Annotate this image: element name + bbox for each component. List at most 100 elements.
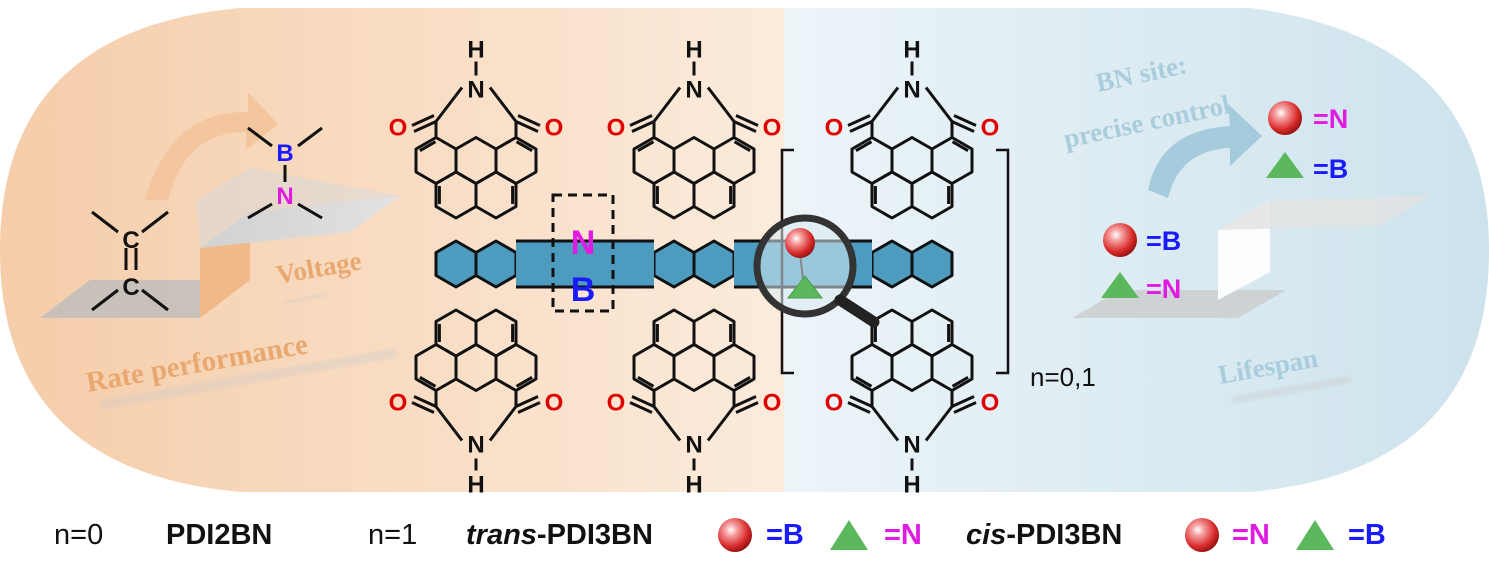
imide-nitrogen: N [467, 432, 484, 459]
legend-cis-sphere-icon [1185, 518, 1219, 552]
upper-outer-ring [712, 136, 756, 185]
imide-nitrogen: N [903, 432, 920, 459]
carbonyl-bond [849, 120, 873, 133]
n-range-label: n=0,1 [1030, 362, 1096, 392]
imide-bond [706, 86, 736, 123]
carbonyl-bond [517, 114, 541, 127]
imide-bond [652, 86, 682, 123]
carbonyl-bond [735, 401, 759, 414]
linker-band [516, 241, 654, 287]
oxygen-atom: O [389, 390, 408, 417]
legend-n1: n=1 [368, 519, 418, 551]
imide-nitrogen: N [903, 77, 920, 104]
cc-double-bond [91, 210, 169, 312]
aromatic-line [419, 376, 437, 388]
oxygen-atom: O [825, 390, 844, 417]
carbonyl-bond [411, 114, 435, 127]
core-hexagon [434, 239, 478, 289]
carbonyl-bond [951, 395, 975, 408]
sphere-icon-top [1268, 101, 1302, 135]
imide-hydrogen: H [467, 472, 484, 499]
legend-trans-sphere-icon [718, 518, 752, 552]
imide-hydrogen: H [467, 37, 484, 64]
lifespan-reflection-smudge [1232, 375, 1352, 404]
carbonyl-bond [951, 120, 975, 133]
imide-nitrogen: N [467, 77, 484, 104]
aromatic-line [855, 140, 873, 152]
upper-outer-ring [930, 136, 974, 185]
oxygen-atom: O [607, 390, 626, 417]
sphere-eq-n: =N [1313, 104, 1348, 134]
magnifier-sphere-icon [785, 228, 815, 258]
legend-n0: n=0 [54, 519, 104, 551]
c-atom-top: C [122, 227, 139, 254]
imide-bond [706, 405, 736, 442]
carbonyl-bond [733, 395, 757, 408]
triangle-eq-n: =N [1146, 274, 1181, 304]
carbonyl-bond [515, 395, 539, 408]
n-atom: N [276, 183, 293, 210]
oxygen-atom: O [981, 390, 1000, 417]
upper-outer-ring [494, 136, 538, 185]
imide-hydrogen: H [685, 472, 702, 499]
imide-bond [924, 86, 954, 123]
triangle-icon-top [1266, 152, 1304, 178]
bn-b-atom: B [571, 271, 596, 309]
legend-trans-sphere-eq: =B [766, 519, 804, 551]
right-curved-arrow-icon [1148, 104, 1262, 198]
imide-bond [488, 405, 518, 442]
aromatic-line [515, 140, 533, 152]
imide-bond [434, 405, 464, 442]
sphere-icon-bottom [1103, 223, 1137, 257]
carbonyl-bond [733, 120, 757, 133]
aromatic-line [637, 140, 655, 152]
legend-cis-suffix: -PDI3BN [1006, 519, 1123, 551]
triangle-icon-bottom [1101, 272, 1139, 298]
legend-cis-triangle-eq: =B [1348, 519, 1386, 551]
magnifier-triangle-icon [786, 275, 824, 299]
legend-cis: cis-PDI3BN [966, 518, 1122, 552]
legend-trans-prefix: trans [466, 519, 537, 551]
legend-cis-prefix: cis [966, 519, 1007, 551]
carbonyl-bond [849, 395, 873, 408]
core-hexagon [692, 239, 736, 289]
b-atom: B [276, 140, 293, 167]
carbonyl-bond [629, 401, 653, 414]
right-step-illustration [1072, 196, 1430, 318]
oxygen-atom: O [545, 390, 564, 417]
c-atom-bottom: C [122, 274, 139, 301]
imide-hydrogen: H [903, 37, 920, 64]
aromatic-line [515, 376, 533, 388]
oxygen-atom: O [545, 115, 564, 142]
core-hexagon [474, 239, 518, 289]
triangle-eq-b: =B [1313, 154, 1348, 184]
imide-bond [924, 405, 954, 442]
carbonyl-bond [631, 395, 655, 408]
aromatic-line [951, 376, 969, 388]
oxygen-atom: O [825, 115, 844, 142]
carbonyl-bond [735, 114, 759, 127]
aromatic-line [951, 140, 969, 152]
aromatic-line [419, 140, 437, 152]
aromatic-line [855, 376, 873, 388]
bn-bond [247, 126, 323, 220]
core-hexagon [652, 239, 696, 289]
carbonyl-bond [629, 114, 653, 127]
bn-dashed-box [551, 193, 615, 313]
oxygen-atom: O [389, 115, 408, 142]
rate-reflection-smudge [100, 347, 398, 410]
magnifier-icon [753, 214, 880, 328]
imide-nitrogen: N [685, 432, 702, 459]
aromatic-line [733, 140, 751, 152]
imide-bond [870, 405, 900, 442]
imide-bond [434, 86, 464, 123]
legend-cis-sphere-eq: =N [1232, 519, 1270, 551]
oxygen-atom: O [763, 390, 782, 417]
imide-hydrogen: H [685, 37, 702, 64]
carbonyl-bond [953, 401, 977, 414]
carbonyl-bond [515, 120, 539, 133]
oxygen-atom: O [607, 115, 626, 142]
legend-trans-triangle-eq: =N [884, 519, 922, 551]
bn-n-atom: N [571, 224, 596, 262]
pdi-bn-diagram: C C B N Voltage Voltage Rate performance… [0, 8, 1489, 499]
